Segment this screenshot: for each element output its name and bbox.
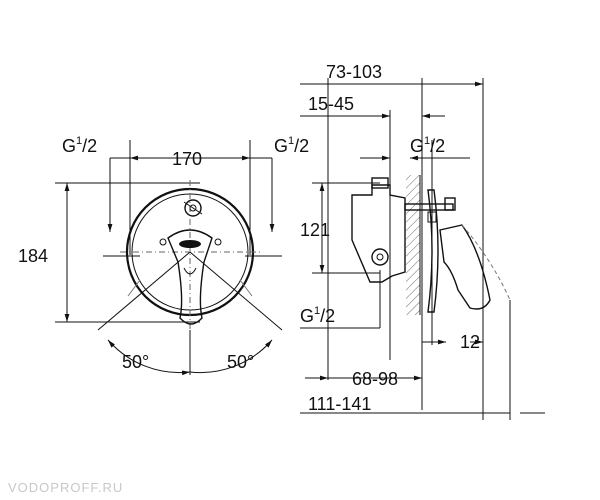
watermark-text: VODOPROFF.RU bbox=[8, 480, 123, 495]
lever-side bbox=[439, 224, 491, 310]
width-label: 170 bbox=[172, 149, 202, 169]
side-view: 73-103 15-45 G1/2 121 12 bbox=[300, 62, 545, 420]
thread-label-side-top: G1/2 bbox=[410, 135, 445, 156]
diverter-knob bbox=[184, 199, 202, 217]
cover-plate-side bbox=[427, 189, 439, 313]
bottom-dim-label-2: 111-141 bbox=[308, 394, 371, 414]
mixer-lever bbox=[167, 229, 213, 325]
thread-label-top-right: G1/2 bbox=[274, 135, 309, 156]
depth-total-label: 73-103 bbox=[326, 62, 382, 82]
thread-label-side-bottom: G1/2 bbox=[300, 305, 335, 326]
wall-hatch bbox=[406, 175, 420, 315]
outlet-nut bbox=[371, 248, 389, 266]
front-view: 170 184 50° 50° bbox=[18, 135, 309, 376]
handle-label: 12 bbox=[460, 332, 480, 352]
valve-body bbox=[351, 184, 406, 283]
height-label: 184 bbox=[18, 246, 48, 266]
bottom-dim-label-1: 68-98 bbox=[352, 369, 398, 389]
side-height-label: 121 bbox=[300, 220, 330, 240]
angle-right-label: 50° bbox=[227, 352, 254, 372]
depth-inner-label: 15-45 bbox=[308, 94, 354, 114]
angle-left-label: 50° bbox=[122, 352, 149, 372]
thread-label-top-left: G1/2 bbox=[62, 135, 97, 156]
